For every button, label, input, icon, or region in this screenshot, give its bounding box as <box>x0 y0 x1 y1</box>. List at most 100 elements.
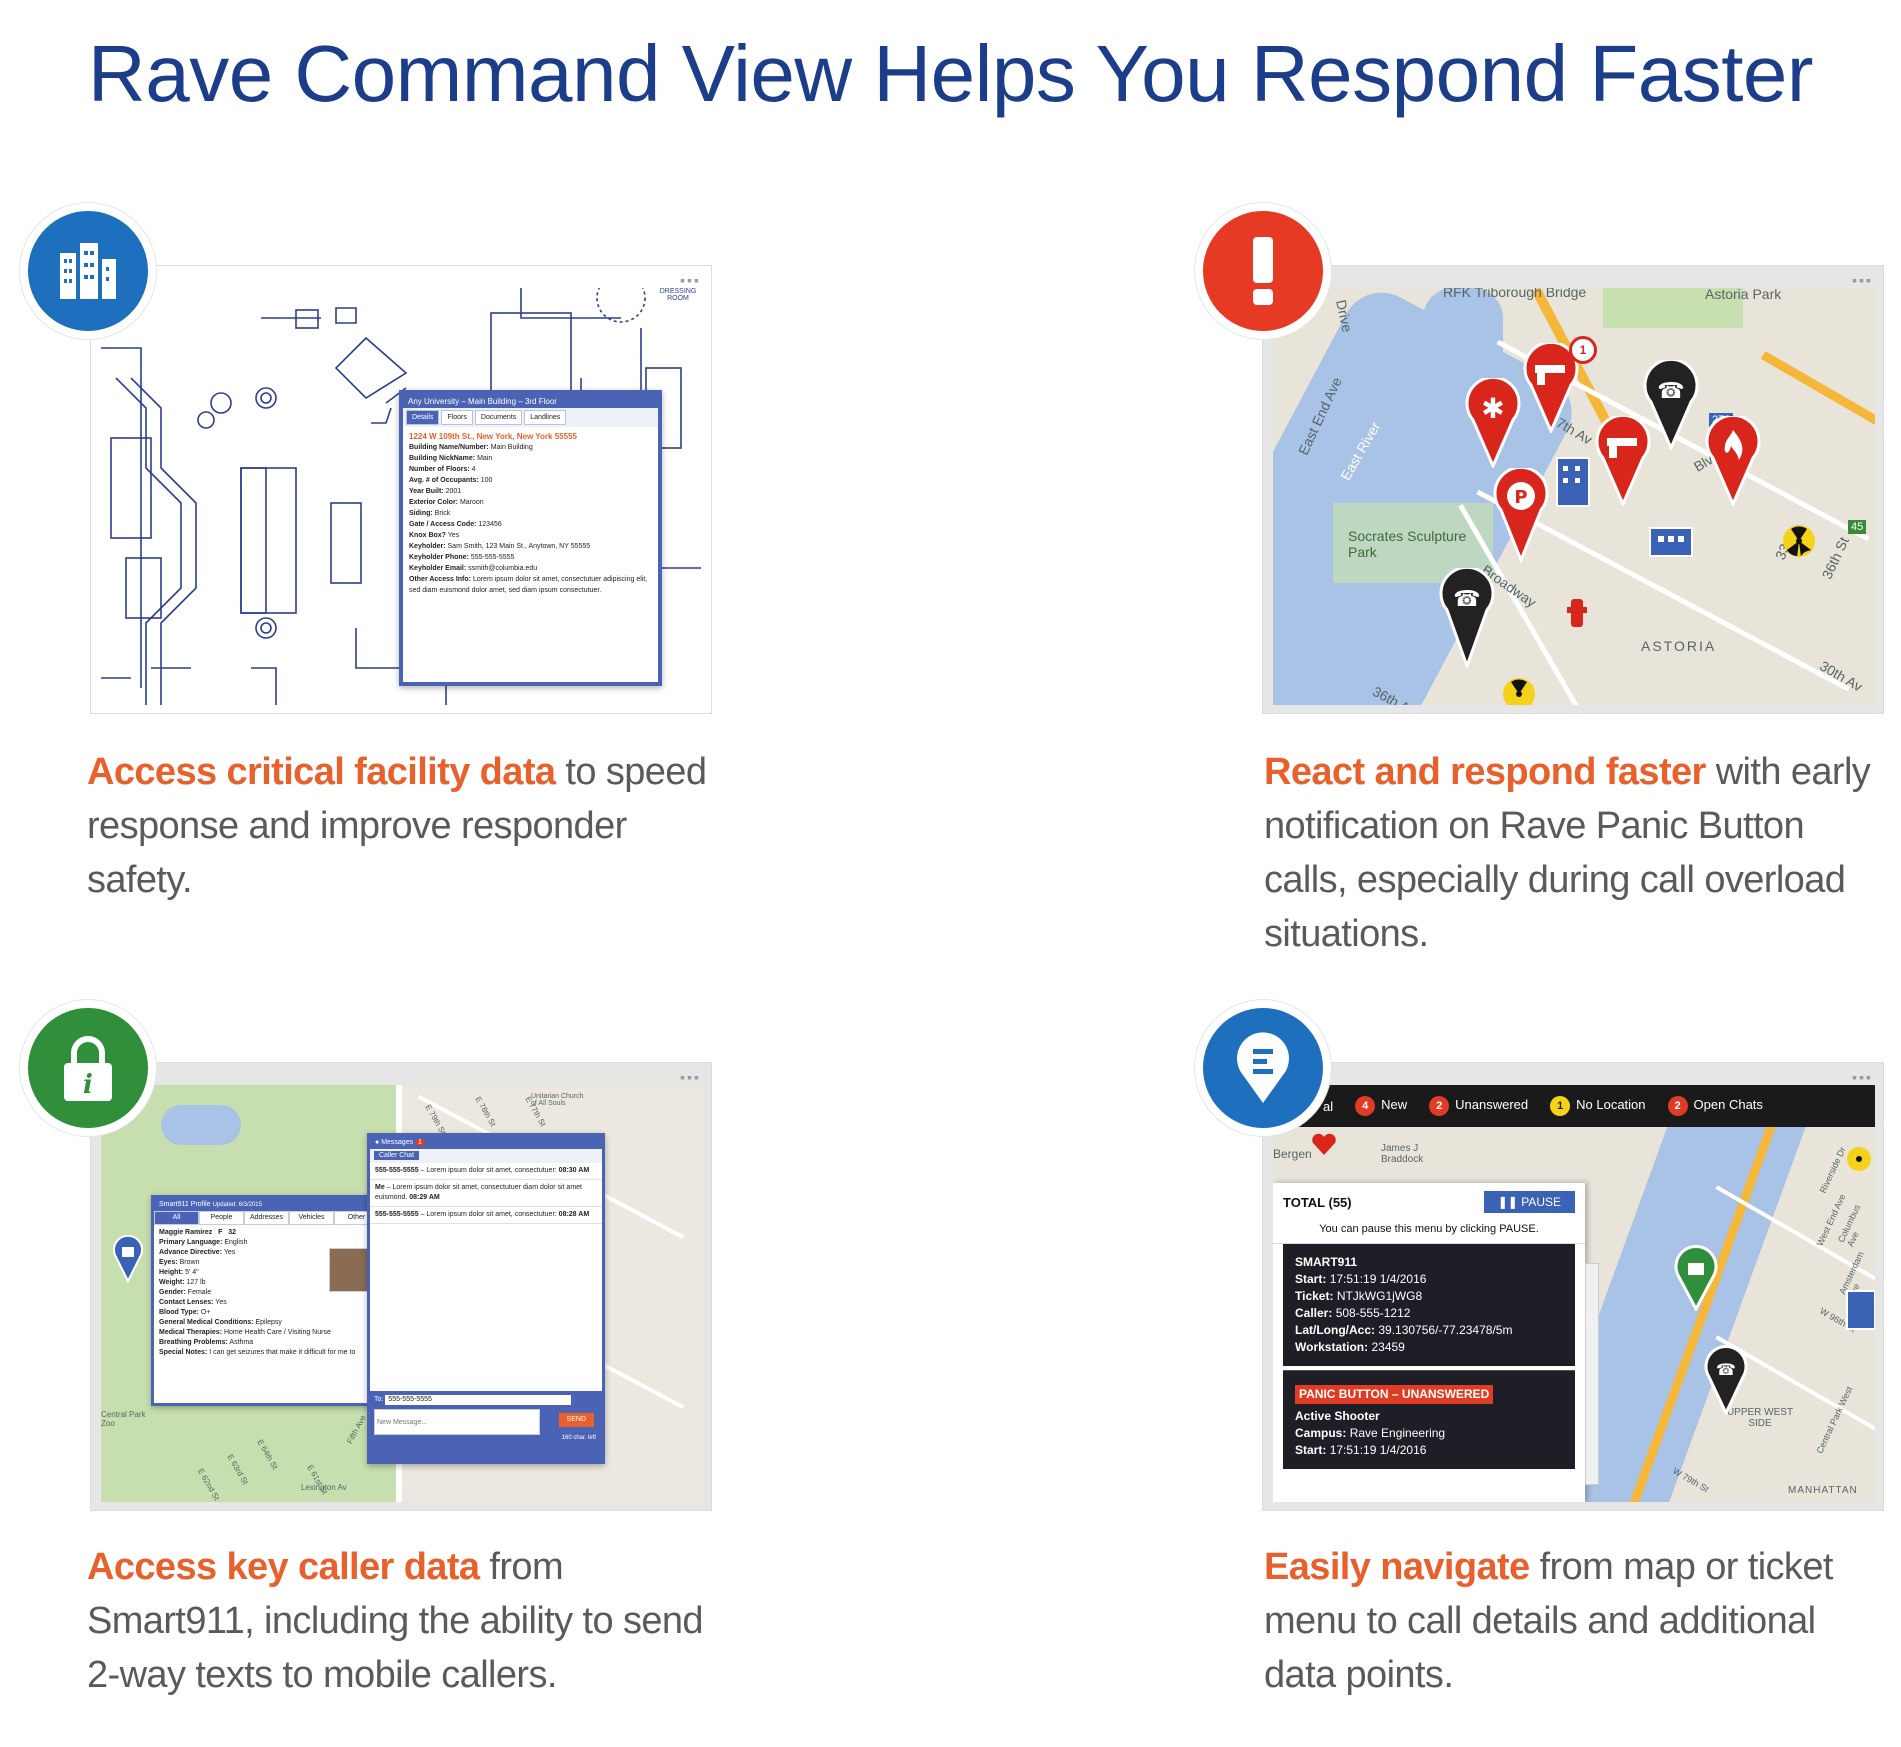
gun-pin-icon[interactable] <box>1521 343 1581 433</box>
detail-row: Weight: 127 lb <box>159 1278 374 1288</box>
panic-caption-text: with early notification on Rave Panic Bu… <box>1264 751 1871 955</box>
smart911-profile-dialog: Smart911 Profile Updated: 6/3/2015 All P… <box>151 1195 382 1406</box>
hydrant-icon <box>1567 599 1587 627</box>
ticket-menu-header: TOTAL (55) ❚❚ PAUSE <box>1273 1183 1585 1221</box>
tab-caller-chat[interactable]: Caller Chat <box>374 1151 420 1160</box>
messages-tabbar: Caller Chat <box>370 1149 602 1163</box>
compose-area: To: 555-555-5555 SEND 160 char. left <box>370 1391 602 1461</box>
detail-key: General Medical Conditions: <box>159 1319 254 1326</box>
detail-value: 39.130756/-77.23478/5m <box>1378 1323 1513 1337</box>
message-row[interactable]: 555-555-5555 – Lorem ipsum dolor sit ame… <box>370 1207 602 1224</box>
phone-pin-icon[interactable]: ☎ <box>1641 360 1701 450</box>
map-label: Unitarian Church of All Souls <box>531 1093 584 1107</box>
lock-badge: i <box>20 1000 156 1136</box>
detail-value: Yes <box>223 1249 236 1256</box>
message-row[interactable]: Me – Lorem ipsum dolor sit amet, consect… <box>370 1180 602 1207</box>
ticket-panic-button[interactable]: PANIC BUTTON – UNANSWERED Active Shooter… <box>1283 1370 1575 1469</box>
detail-value: 17:51:19 1/4/2016 <box>1329 1443 1427 1457</box>
detail-value: ssmith@columbia.edu <box>468 565 538 572</box>
tab-all[interactable]: All <box>154 1211 199 1225</box>
lock-pin-icon[interactable] <box>111 1233 145 1283</box>
messages-dialog: ● Messages 1 Caller Chat 555-555-5555 – … <box>367 1133 605 1464</box>
detail-key: Advance Directive: <box>159 1249 223 1256</box>
tab-landlines[interactable]: Landlines <box>524 410 567 425</box>
detail-value: Main <box>477 455 493 462</box>
caller-caption: Access key caller data from Smart911, in… <box>87 1540 727 1702</box>
detail-row: Siding: Brick <box>409 508 652 519</box>
medical-pin-icon[interactable]: ✱ <box>1463 378 1523 468</box>
detail-key: Knox Box? <box>409 532 446 539</box>
fire-pin-icon[interactable] <box>1703 416 1763 506</box>
floor-plan <box>101 288 701 705</box>
detail-row: Height: 5' 4" <box>159 1268 374 1278</box>
alert-badge <box>1195 203 1331 339</box>
tab-vehicles[interactable]: Vehicles <box>289 1211 334 1225</box>
phone-pin-icon[interactable]: ☎ <box>1703 1345 1749 1415</box>
chat-pin-icon <box>1237 1032 1289 1103</box>
lock-pin-icon[interactable] <box>1673 1245 1719 1311</box>
detail-value: English <box>224 1239 248 1246</box>
label-bridge: RFK Triborough Bridge <box>1443 288 1587 300</box>
tab-addresses[interactable]: Addresses <box>244 1211 289 1225</box>
pause-hint: You can pause this menu by clicking PAUS… <box>1273 1221 1585 1244</box>
blueprint-view: DRESSING ROOM Any University – Main Buil… <box>101 288 703 705</box>
phone-pin-icon-2[interactable]: ☎ <box>1437 568 1497 668</box>
ticket-scrollbar[interactable] <box>1585 1263 1599 1485</box>
tab-floors[interactable]: Floors <box>441 410 473 425</box>
parking-pin-icon[interactable]: P <box>1491 468 1551 563</box>
tab-details[interactable]: Details <box>406 410 440 425</box>
detail-row: Medical Therapies: Home Health Care / Vi… <box>159 1328 374 1338</box>
window-dots: ▪▪▪ <box>680 1069 701 1085</box>
detail-row: Year Built: 2001 <box>409 486 652 497</box>
smart911-map: E 79th St E 78th St E 77th St Central Pa… <box>101 1085 703 1502</box>
message-row[interactable]: 555-555-5555 – Lorem ipsum dolor sit ame… <box>370 1163 602 1180</box>
message-input[interactable] <box>374 1409 540 1435</box>
profile-sex: F <box>218 1229 223 1236</box>
navigation-map: Bergen James J Braddock Riverside Dr Wes… <box>1273 1085 1875 1502</box>
profile-title: Smart911 Profile Updated: 6/3/2015 <box>154 1198 379 1211</box>
message-text: – Lorem ipsum dolor sit amet, consectutu… <box>375 1184 582 1201</box>
detail-value: Home Health Care / Visiting Nurse <box>223 1329 331 1336</box>
message-from: Me <box>375 1184 385 1191</box>
ticket1-name: SMART911 <box>1295 1255 1358 1269</box>
detail-key: Primary Language: <box>159 1239 223 1246</box>
detail-value: I can get seizures that make it difficul… <box>209 1349 356 1356</box>
detail-row: Workstation: 23459 <box>1295 1339 1563 1356</box>
message-time: 08:29 AM <box>409 1194 440 1201</box>
map-label: Central Park Zoo <box>101 1410 146 1428</box>
label-astoria: ASTORIA <box>1641 638 1717 654</box>
detail-value: Main Building <box>490 444 533 451</box>
panic-caption: React and respond faster with early noti… <box>1264 745 1884 961</box>
detail-row: Primary Language: English <box>159 1238 374 1248</box>
messages-title-text: Messages <box>381 1139 414 1146</box>
label-astoria-park: Astoria Park <box>1705 288 1782 302</box>
detail-row: Gender: Female <box>159 1288 374 1298</box>
navigate-caption-highlight: Easily navigate <box>1264 1546 1530 1588</box>
detail-value: 123456 <box>478 521 502 528</box>
detail-key: Caller: <box>1295 1306 1333 1320</box>
tab-people[interactable]: People <box>199 1211 244 1225</box>
pause-button[interactable]: ❚❚ PAUSE <box>1483 1191 1575 1213</box>
unanswered-count: 2 <box>1429 1096 1450 1116</box>
detail-row: Other Access Info: Lorem ipsum dolor sit… <box>409 574 652 596</box>
detail-value: Female <box>187 1289 212 1296</box>
detail-value: 555-555-5555 <box>470 554 515 561</box>
tab-documents[interactable]: Documents <box>474 410 523 425</box>
label-manhattan: MANHATTAN <box>1788 1485 1858 1496</box>
send-button[interactable]: SEND <box>558 1413 594 1427</box>
gun-pin-icon-2[interactable] <box>1593 416 1653 506</box>
detail-key: Number of Floors: <box>409 466 470 473</box>
status-all[interactable]: al <box>1323 1098 1334 1114</box>
to-value[interactable]: 555-555-5555 <box>385 1395 572 1405</box>
detail-row: Start: 17:51:19 1/4/2016 <box>1295 1271 1563 1288</box>
detail-key: Keyholder: <box>409 543 446 550</box>
caller-caption-text: from Smart911, including the ability to … <box>87 1546 704 1696</box>
detail-key: Workstation: <box>1295 1340 1369 1354</box>
detail-key: Start: <box>1295 1443 1327 1457</box>
